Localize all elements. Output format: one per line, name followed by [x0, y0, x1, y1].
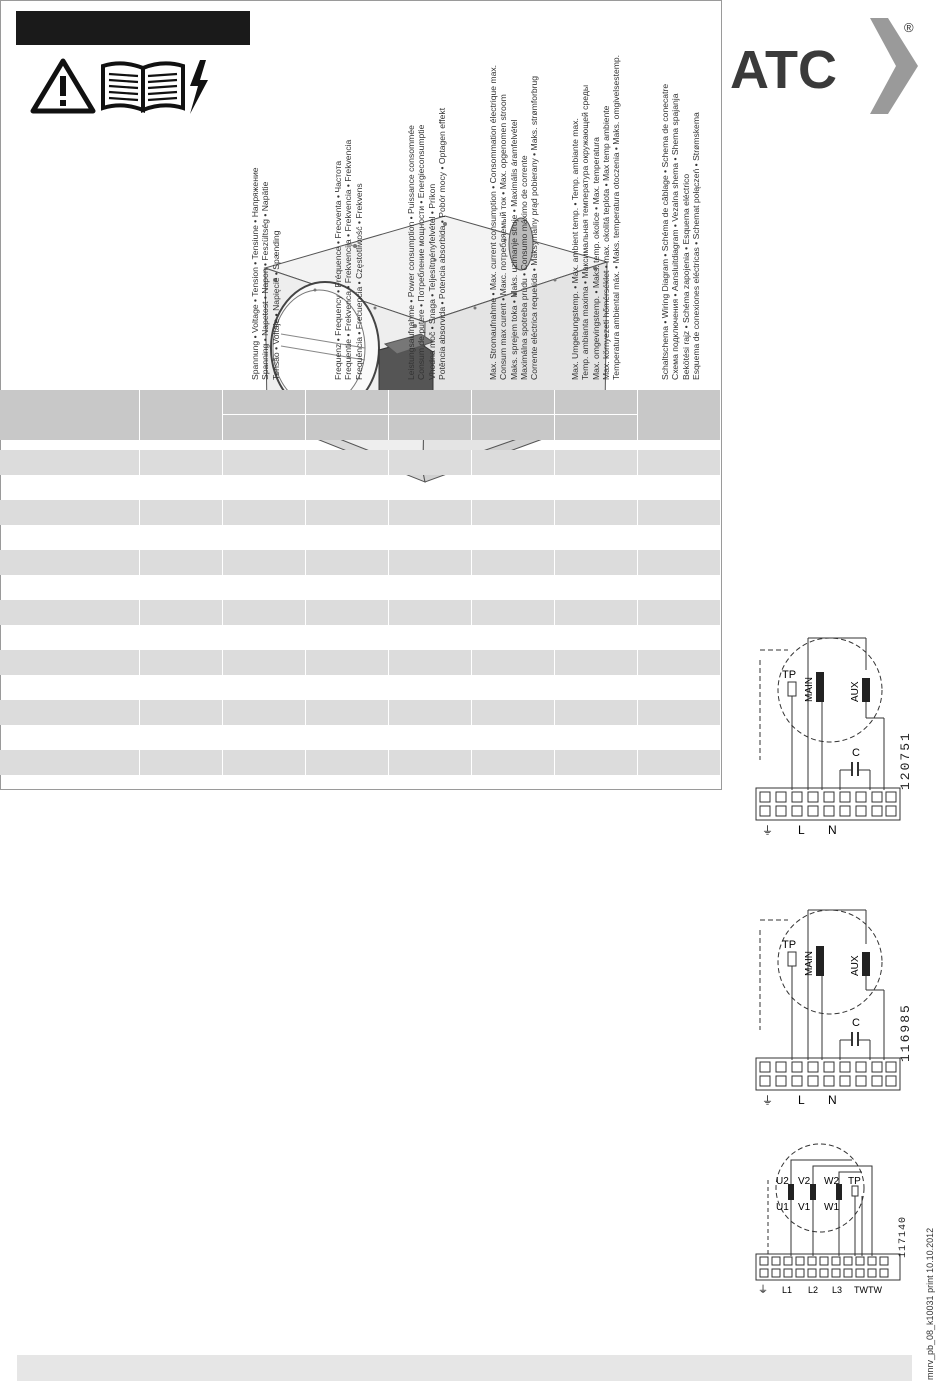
header-frequency: Frequenz • Frequency • Fréquence • Frecv…: [333, 139, 364, 380]
svg-text:L1: L1: [782, 1285, 792, 1295]
table-row: [0, 600, 720, 625]
diagram-code: 116985: [898, 1003, 913, 1062]
svg-text:®: ®: [904, 20, 914, 35]
svg-text:AUX: AUX: [850, 955, 861, 976]
spec-table: Spannung • Voltage • Tension • Tensiune …: [0, 0, 722, 790]
svg-text:W2: W2: [824, 1176, 839, 1187]
svg-text:N: N: [828, 1093, 837, 1107]
atc-logo: ATC ®: [728, 16, 920, 116]
table-row: [0, 750, 720, 775]
svg-text:V1: V1: [798, 1202, 811, 1213]
svg-text:L3: L3: [832, 1285, 842, 1295]
table-row: [0, 675, 720, 700]
svg-text:TP: TP: [848, 1176, 861, 1187]
svg-text:L: L: [798, 823, 805, 837]
header-temperature: Max. Umgebungstemp. • Max. ambient temp.…: [570, 54, 622, 380]
wiring-diagram-3: U2 V2 W2 TP U1 V1 W1 ⏚ L1 L2 L3: [752, 1140, 912, 1300]
svg-text:⏚: ⏚: [762, 824, 773, 837]
table-row: [0, 500, 720, 525]
header-power: Leistungsaufnahme • Power consumption • …: [406, 107, 447, 380]
table-header-band: [0, 390, 720, 440]
table-row: [0, 625, 720, 650]
wiring-diagram-1: MAIN AUX TP C ⏚ L N 120751: [752, 630, 913, 840]
svg-text:U2: U2: [776, 1176, 789, 1187]
header-voltage: Spannung • Voltage • Tension • Tensiune …: [250, 167, 281, 380]
diagram-code: 120751: [898, 731, 913, 790]
table-row: [0, 650, 720, 675]
svg-text:L2: L2: [808, 1285, 818, 1295]
diagram-code: 117140: [898, 1215, 909, 1258]
svg-text:ATC: ATC: [730, 40, 837, 100]
svg-text:TP: TP: [782, 669, 796, 681]
svg-text:W1: W1: [824, 1202, 839, 1213]
svg-text:⏚: ⏚: [758, 1284, 768, 1296]
lightning-bolt-icon: [190, 60, 208, 114]
manual-book-icon: [101, 61, 185, 113]
table-row: [0, 700, 720, 725]
title-bar: [16, 11, 250, 45]
svg-text:V2: V2: [798, 1176, 811, 1187]
table-row: [0, 475, 720, 500]
svg-text:C: C: [852, 1017, 860, 1029]
svg-text:TP: TP: [782, 939, 796, 951]
safety-icons: [30, 58, 210, 116]
svg-text:AUX: AUX: [850, 681, 861, 702]
svg-text:⏚: ⏚: [762, 1094, 773, 1107]
wiring-diagram-2: MAIN AUX TP C ⏚ L N 116985: [752, 900, 913, 1110]
header-wiring: Schaltschema • Wiring Diagram • Schéma d…: [660, 83, 701, 380]
header-current: Max. Stromaufnahme • Max. current consum…: [488, 64, 540, 380]
svg-text:C: C: [852, 747, 860, 759]
svg-text:MAIN: MAIN: [804, 677, 815, 702]
table-row: [0, 575, 720, 600]
table-row: [0, 525, 720, 550]
svg-text:L: L: [798, 1093, 805, 1107]
svg-text:MAIN: MAIN: [804, 951, 815, 976]
table-row: [0, 450, 720, 475]
svg-text:N: N: [828, 823, 837, 837]
svg-text:U1: U1: [776, 1202, 789, 1213]
document-code: mnrv_pb_08_k10031 print 10.10.2012: [925, 1227, 935, 1380]
footer-bar: [17, 1355, 912, 1381]
svg-text:TWTW: TWTW: [854, 1285, 882, 1295]
warning-triangle-icon: [30, 58, 96, 114]
table-row: [0, 725, 720, 750]
table-row: [0, 550, 720, 575]
